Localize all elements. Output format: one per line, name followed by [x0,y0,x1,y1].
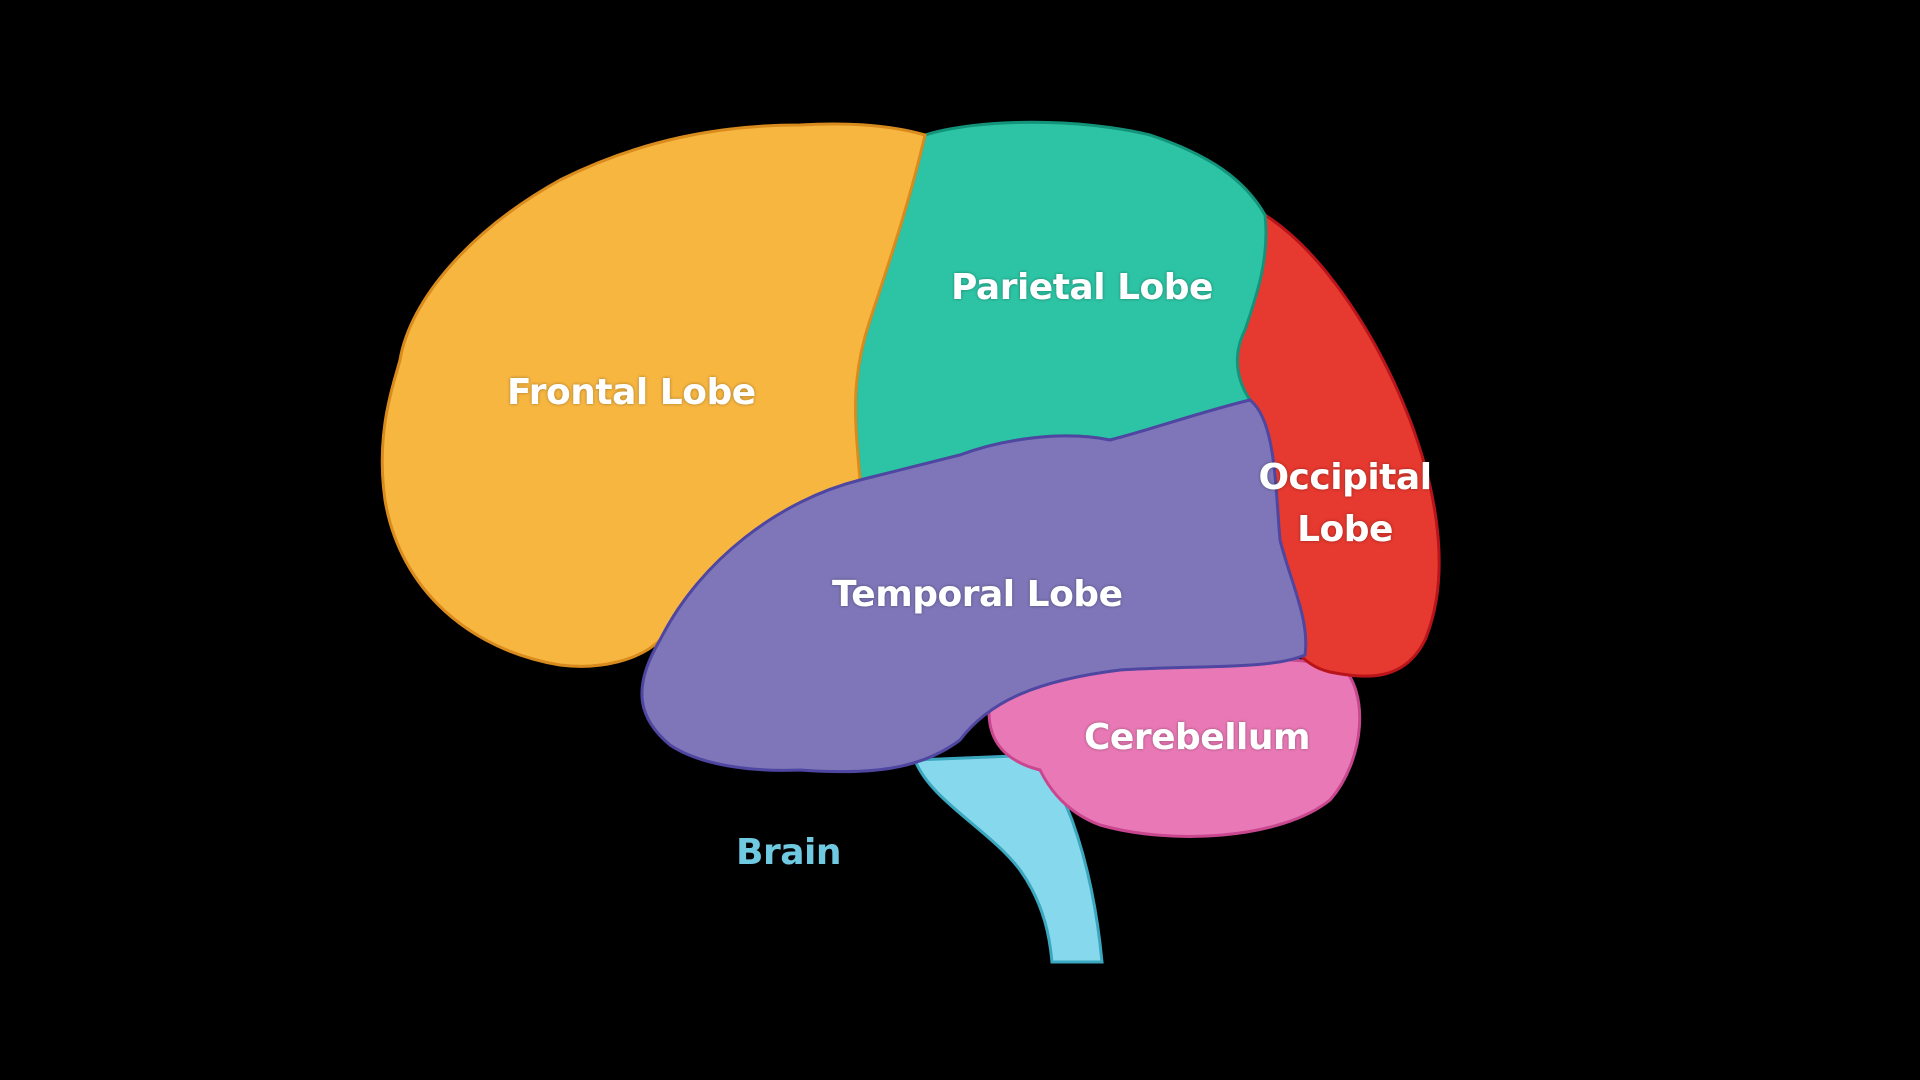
brain-title: Brain [736,832,841,873]
parietal-lobe-label: Parietal Lobe [951,267,1213,308]
occipital-label-line-2: Lobe [1297,509,1393,550]
temporal-lobe-label: Temporal Lobe [832,574,1123,615]
frontal-region [380,122,927,668]
occipital-lobe-label: Occipital Lobe [1255,452,1435,556]
occipital-label-line-1: Occipital [1258,457,1432,498]
cerebellum-label: Cerebellum [1084,717,1311,758]
temporal-region [640,398,1308,774]
frontal-lobe-label: Frontal Lobe [507,372,756,413]
